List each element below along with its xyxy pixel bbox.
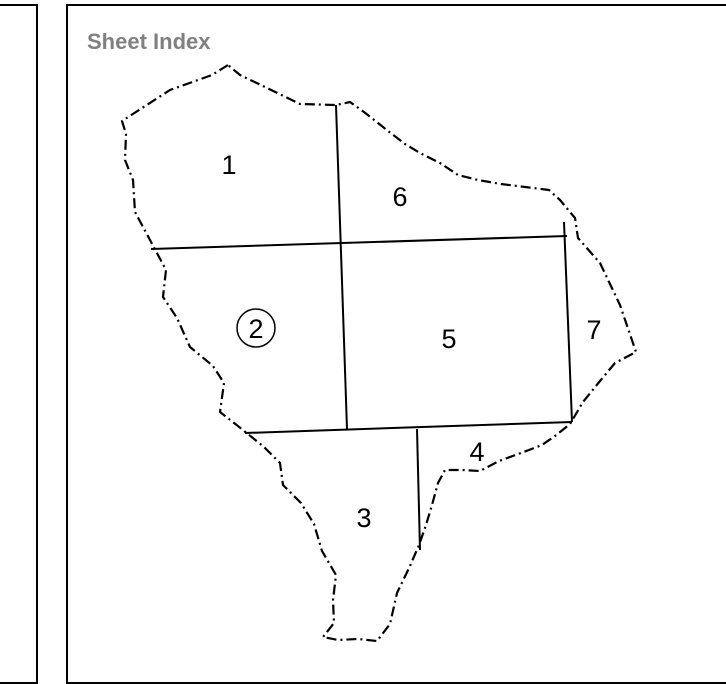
sheet-index-title: Sheet Index xyxy=(87,29,211,54)
grid-line-vertical-right xyxy=(563,221,573,423)
sheet-grid-lines xyxy=(150,104,573,551)
sheet-label-2[interactable]: 2 xyxy=(248,314,263,344)
boundary-outline xyxy=(120,63,638,643)
sheet-label-5[interactable]: 5 xyxy=(441,324,456,354)
grid-line-bottom-horizontal xyxy=(244,421,573,434)
sheet-label-4[interactable]: 4 xyxy=(469,437,484,467)
grid-line-vertical-center xyxy=(335,104,348,430)
grid-line-top-horizontal xyxy=(150,235,568,250)
grid-line-vertical-lower xyxy=(416,428,421,551)
sheet-label-7[interactable]: 7 xyxy=(586,315,601,345)
sheet-label-6[interactable]: 6 xyxy=(392,182,407,212)
current-sheet-circle xyxy=(236,308,276,348)
sheet-index-map: 1 2 3 4 5 6 7 xyxy=(120,63,638,643)
sheet-label-3[interactable]: 3 xyxy=(356,503,371,533)
sheet-label-1[interactable]: 1 xyxy=(221,150,236,180)
